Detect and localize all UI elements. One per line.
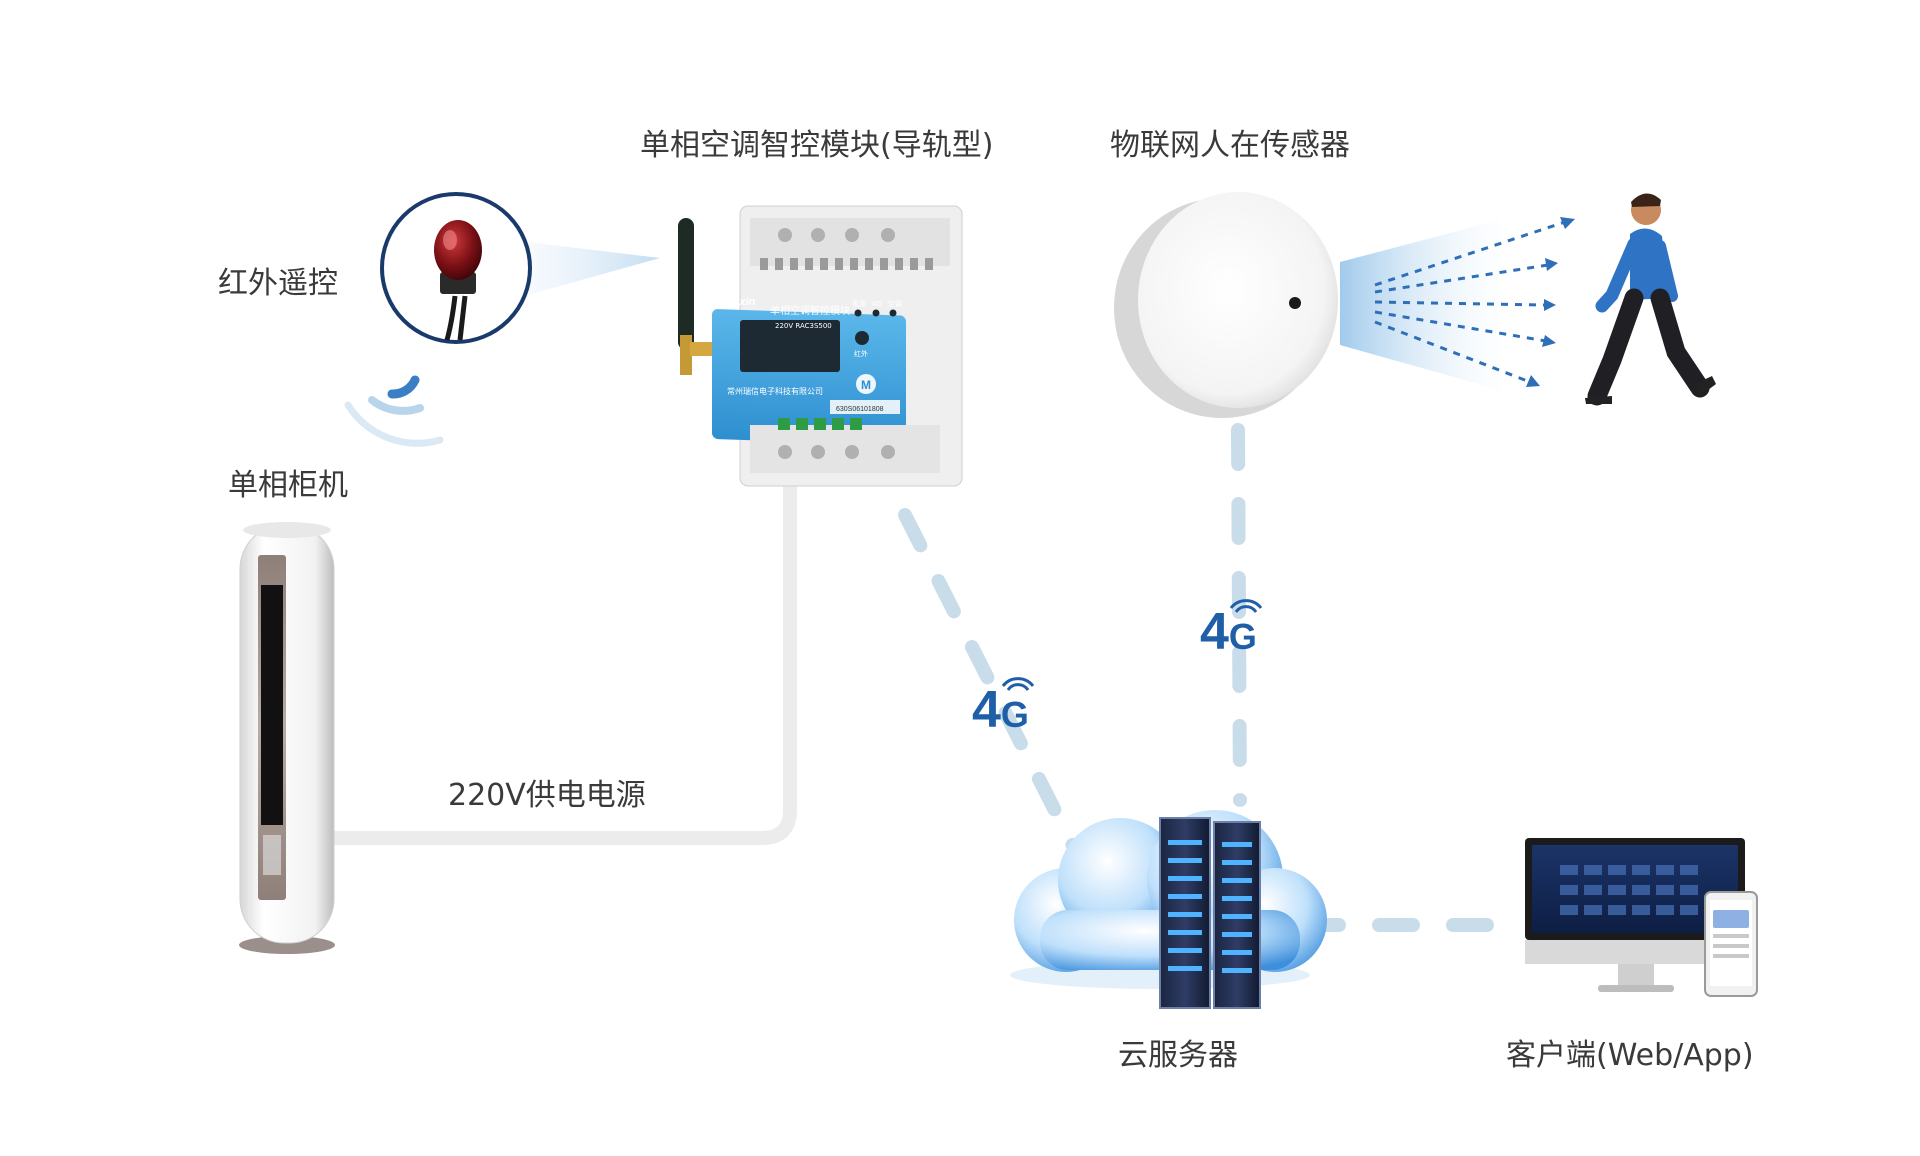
sensor-beam — [1340, 220, 1500, 390]
ir-remote-sensor — [380, 192, 532, 344]
badge-4g-number: 4 — [972, 681, 1001, 739]
badge-4g-number: 4 — [1200, 603, 1229, 661]
din-rail-module: Rubxin 单相空调智控模块 220V RAC3S500 电源 4G 空调 红… — [678, 205, 963, 487]
label-ac-cabinet: 单相柜机 — [228, 468, 348, 503]
label-power-supply: 220V供电电源 — [448, 778, 646, 813]
label-sensor: 物联网人在传感器 — [1110, 128, 1350, 163]
air-conditioner-cabinet — [239, 522, 335, 954]
badge-4g-letter: G — [1228, 616, 1257, 657]
signal-wave-icon — [1001, 677, 1035, 691]
ir-beam — [510, 240, 660, 300]
indicator-4g-label: 4G — [872, 300, 882, 308]
presence-sensor — [1114, 192, 1338, 418]
badge-4g-module: 4G — [972, 677, 1035, 740]
indicator-ac-label: 空调 — [888, 299, 902, 308]
wireless-signal-icon — [344, 375, 444, 447]
signal-wave-icon — [1229, 599, 1263, 613]
cloud-server-icon — [1010, 810, 1327, 1009]
module-model: 220V RAC3S500 — [775, 322, 832, 330]
module-company: 常州瑞信电子科技有限公司 — [727, 386, 823, 396]
detection-arrows — [1374, 217, 1575, 387]
module-brand: Rubxin — [718, 296, 756, 308]
ir-port-label: 红外 — [854, 349, 868, 358]
walking-person-icon — [1585, 193, 1716, 406]
link-sensor-to-cloud — [1231, 423, 1247, 807]
client-devices-icon — [1525, 838, 1758, 997]
link-module-to-cloud — [898, 508, 1082, 857]
module-serial: 630S06101808 — [836, 406, 884, 413]
network-links — [898, 423, 1527, 932]
module-title: 单相空调智控模块 — [770, 304, 850, 317]
label-cloud-server: 云服务器 — [1118, 1038, 1238, 1073]
power-cable — [323, 468, 797, 845]
badge-4g-sensor: 4G — [1200, 599, 1263, 662]
label-client: 客户端(Web/App) — [1506, 1038, 1754, 1073]
label-module: 单相空调智控模块(导轨型) — [640, 128, 994, 163]
badge-4g-letter: G — [1000, 694, 1029, 735]
indicator-power-label: 电源 — [852, 299, 866, 308]
module-m-key: M — [861, 378, 871, 392]
label-ir-remote: 红外遥控 — [218, 266, 338, 301]
